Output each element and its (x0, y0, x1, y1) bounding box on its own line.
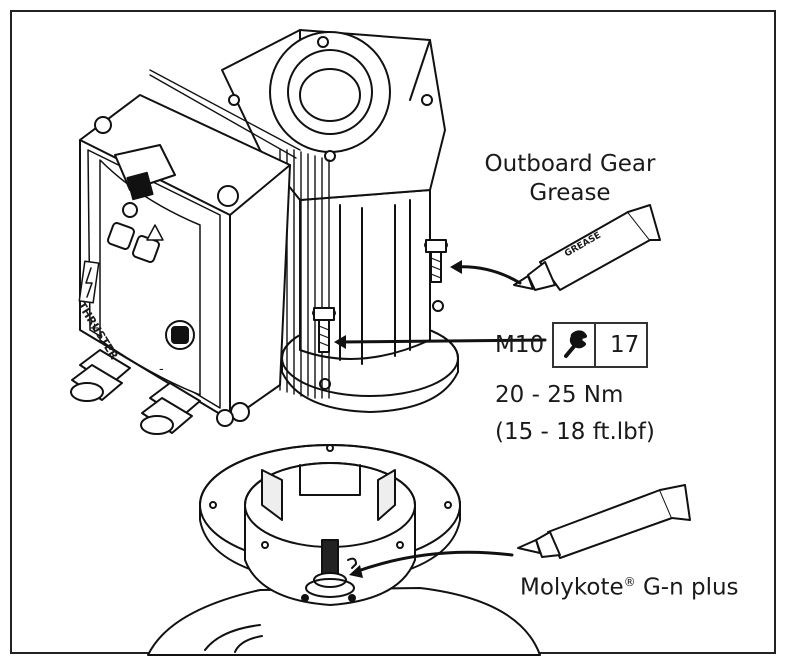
terminal-minus: - (159, 362, 164, 377)
molykote-name: Molykote (520, 574, 624, 601)
wrench-size-box: 17 (552, 322, 648, 368)
arrow-molykote-to-shaft (353, 550, 514, 574)
control-box (70, 94, 291, 435)
bolt-size-label: M10 (495, 332, 545, 358)
arrow-torque-to-bolt (338, 338, 547, 344)
outboard-gear-grease-line1: Outboard Gear (484, 151, 656, 177)
grease-tube-lower (517, 484, 691, 559)
torque-nm-label: 20 - 25 Nm (495, 382, 624, 408)
molykote-registered-mark: ® (623, 575, 636, 589)
terminal-plus: + (89, 321, 100, 336)
cable-gland-left (70, 349, 131, 402)
bolt-left (312, 307, 336, 353)
wrench-icon (560, 330, 588, 360)
wrench-size-value: 17 (610, 332, 640, 358)
bolt-right (424, 239, 448, 283)
grease-tube-upper (513, 204, 661, 291)
arrow-grease-to-bolt (453, 265, 522, 285)
torque-ftlbf-label: (15 - 18 ft.lbf) (495, 419, 655, 445)
cable-gland-right (140, 382, 201, 435)
warning-icon (146, 224, 164, 241)
molykote-label: Molykote® G-n plus (520, 568, 739, 603)
outboard-gear-grease-label: Outboard Gear Grease (480, 150, 660, 208)
outboard-gear-grease-line2: Grease (529, 180, 611, 206)
motor-assembly (149, 29, 459, 413)
molykote-suffix: G-n plus (642, 574, 739, 601)
base-housing (147, 444, 541, 656)
lightning-icon (78, 260, 100, 304)
